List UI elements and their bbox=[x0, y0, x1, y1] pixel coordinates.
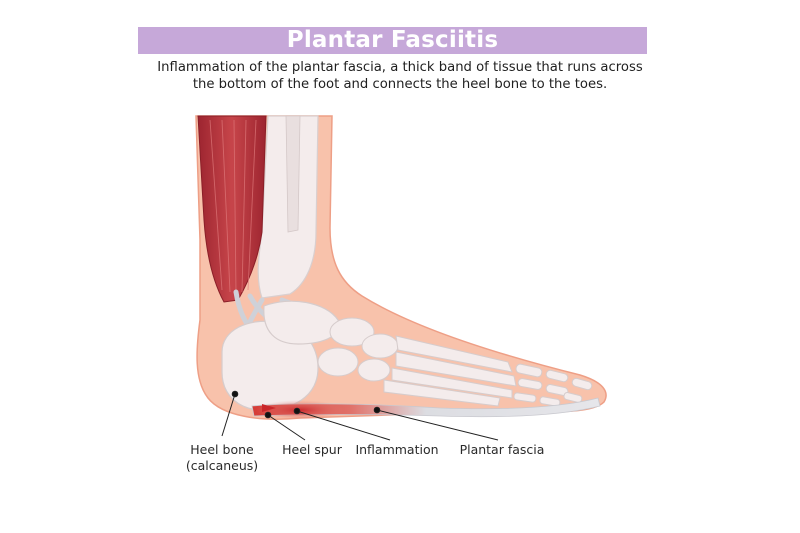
subtitle-line-2: the bottom of the foot and connects the … bbox=[192, 77, 608, 92]
heel-bone-leader bbox=[221, 393, 236, 437]
inflammation-leader bbox=[296, 410, 391, 441]
plantar-fascia-dot bbox=[373, 406, 381, 414]
calf-muscle bbox=[197, 115, 267, 303]
muscle-fibers bbox=[209, 119, 257, 295]
subtitle-line-1: Inflammation of the plantar fascia, a th… bbox=[157, 60, 643, 75]
subtitle: Inflammation of the plantar fascia, a th… bbox=[120, 59, 680, 93]
label-heel-bone-line1: Heel bone bbox=[190, 442, 254, 457]
label-heel-spur: Heel spur bbox=[282, 442, 342, 457]
midfoot-bones bbox=[317, 317, 399, 382]
label-plantar-fascia: Plantar fascia bbox=[459, 442, 545, 457]
label-leader-lines bbox=[221, 390, 499, 441]
inflammation-dot bbox=[293, 407, 301, 415]
toe-bones bbox=[513, 363, 593, 407]
label-inflammation: Inflammation bbox=[355, 442, 439, 457]
page-title: Plantar Fasciitis bbox=[286, 27, 499, 53]
fibula-bone bbox=[285, 115, 301, 233]
metatarsal-bones bbox=[383, 335, 517, 407]
heel-spur-leader bbox=[267, 414, 306, 441]
label-heel-bone: Heel bone (calcaneus) bbox=[184, 442, 260, 474]
plantar-fascia-leader bbox=[376, 409, 499, 441]
heel-spur bbox=[262, 404, 276, 412]
heel-bone-dot bbox=[231, 390, 239, 398]
heel-spur-dot bbox=[264, 411, 272, 419]
title-banner: Plantar Fasciitis bbox=[138, 27, 647, 54]
label-heel-bone-line2: (calcaneus) bbox=[185, 458, 259, 473]
